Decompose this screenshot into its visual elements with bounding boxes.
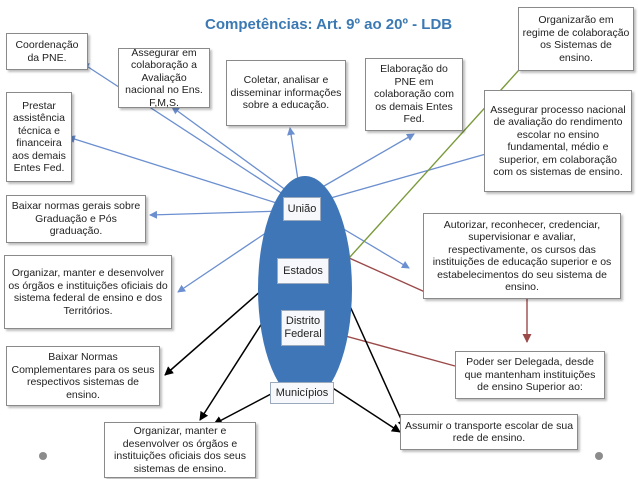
arrow-municipios-assumir — [324, 382, 401, 433]
box-assumir-transporte: Assumir o transporte escolar de sua rede… — [400, 414, 578, 450]
box-elaboracao-pne: Elaboração do PNE em colaboração com os … — [365, 58, 463, 131]
arrow-uniao-baixar-normas — [149, 210, 285, 219]
arrow-uniao-prestar — [67, 135, 287, 207]
box-coletar-informacoes: Coletar, analisar e disseminar informaçõ… — [226, 60, 346, 126]
arrow-uniao-coordenacao — [81, 62, 293, 201]
node-uniao: União — [283, 197, 321, 221]
slide-dot-left — [39, 452, 47, 460]
arrow-uniao-assegurar-avaliacao — [171, 106, 295, 197]
box-organizar-instituicoes-oficiais: Organizar, manter e desenvolver os órgão… — [104, 422, 256, 478]
box-prestar-assistencia: Prestar assistência técnica e financeira… — [6, 92, 72, 182]
slide-dot-right — [595, 452, 603, 460]
arrow-red-autorizar — [337, 252, 426, 293]
box-coordenacao-pne: Coordenação da PNE. — [6, 33, 88, 70]
box-assegurar-avaliacao: Assegurar em colaboração a Avaliação nac… — [118, 47, 210, 109]
box-baixar-normas-complementares: Baixar Normas Complementares para os seu… — [6, 346, 160, 406]
node-estados: Estados — [277, 258, 329, 284]
box-organizar-sistema-federal: Organizar, manter e desenvolver os órgão… — [4, 255, 172, 329]
box-organizarao: Organizarão em regime de colaboração os … — [518, 7, 634, 71]
node-distrito-federal: Distrito Federal — [281, 310, 325, 346]
box-autorizar-reconhecer: Autorizar, reconhecer, credenciar, super… — [423, 213, 621, 299]
arrow-uniao-elaboracao — [311, 133, 415, 194]
box-poder-ser-delegada: Poder ser Delegada, desde que mantenham … — [455, 351, 605, 399]
box-baixar-normas-gerais: Baixar normas gerais sobre Graduação e P… — [6, 195, 146, 243]
arrow-uniao-assegurar-processo — [319, 148, 501, 202]
arrow-red-poder-delegada — [337, 331, 456, 367]
diagram-title: Competências: Art. 9º ao 20º - LDB — [205, 16, 453, 33]
box-assegurar-processo: Assegurar processo nacional de avaliação… — [484, 90, 632, 192]
node-municipios: Municípios — [270, 382, 334, 404]
